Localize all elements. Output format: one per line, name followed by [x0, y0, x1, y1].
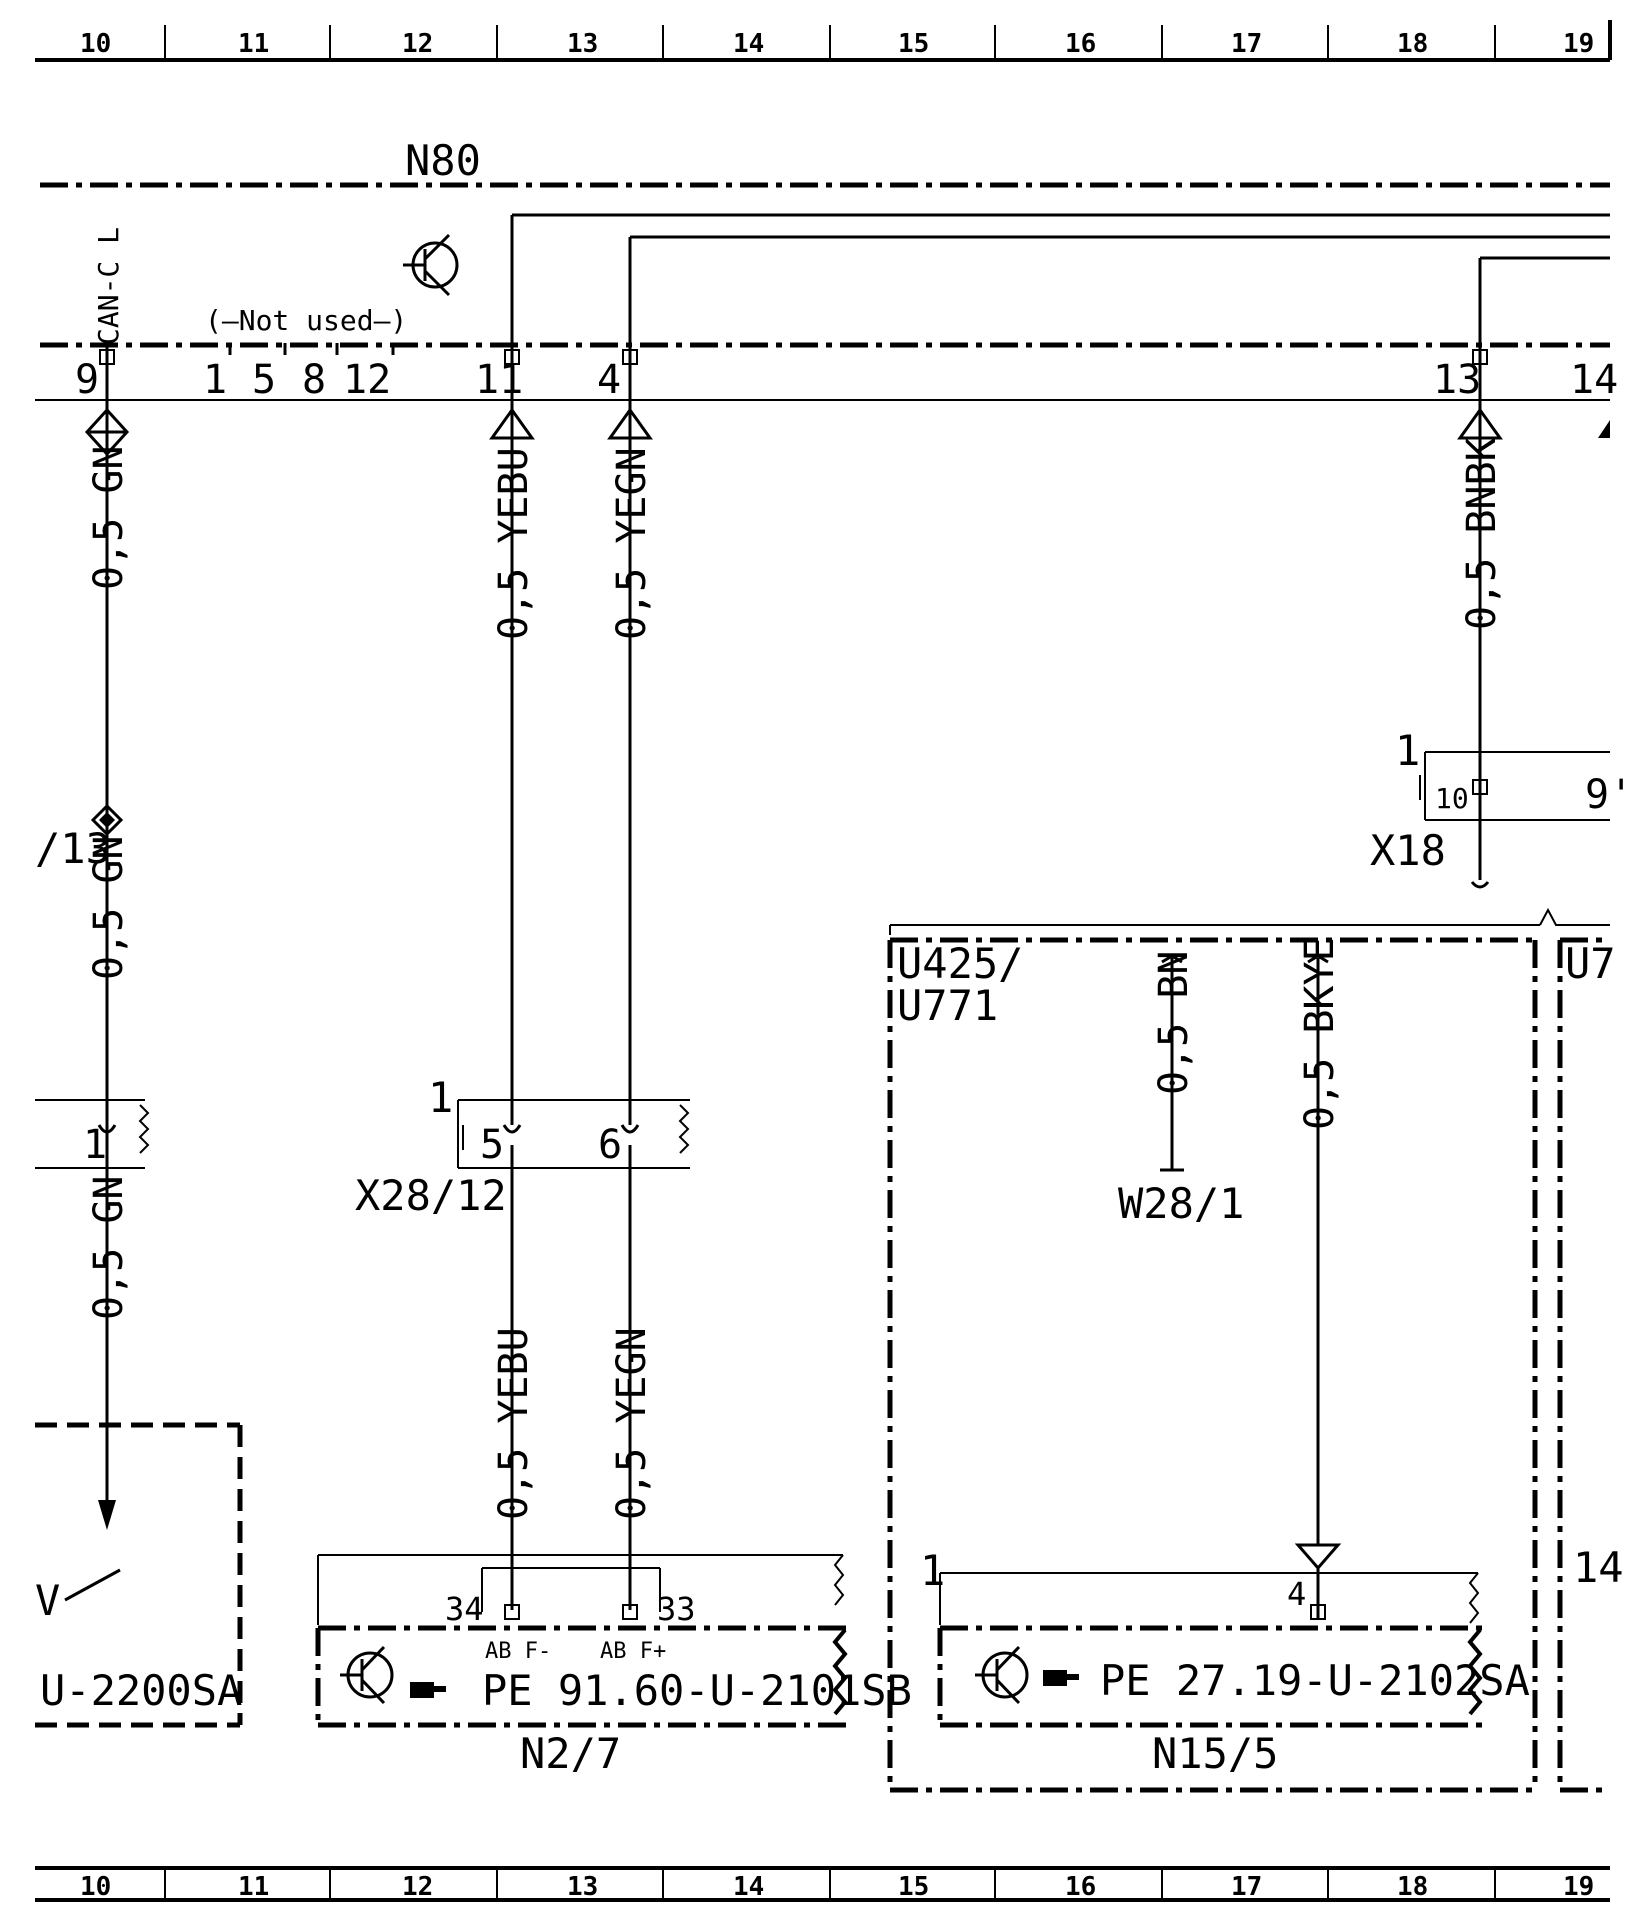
unused-pin-12: 12	[343, 357, 391, 403]
grid-col-14-bottom: 14	[733, 1872, 764, 1902]
unused-pin-8: 8	[302, 357, 326, 403]
wire-bnbk: 13 14	[1433, 256, 1618, 880]
u425-label: U425/	[897, 939, 1023, 988]
grid-col-18: 18	[1397, 29, 1428, 59]
x28-pin-5: 5	[480, 1122, 504, 1168]
w28-label: W28/1	[1118, 1179, 1244, 1228]
n15-5-pin-4: 4	[1287, 1575, 1306, 1613]
grid-col-18-bottom: 18	[1397, 1872, 1428, 1902]
grid-col-17-bottom: 17	[1231, 1872, 1262, 1902]
grid-col-12-bottom: 12	[402, 1872, 433, 1902]
grid-col-12: 12	[402, 29, 433, 59]
wire-can-gn: 9	[75, 345, 130, 1530]
grid-col-19-bottom: 19	[1563, 1872, 1594, 1902]
grid-col-17: 17	[1231, 29, 1262, 59]
grid-col-15-bottom: 15	[898, 1872, 929, 1902]
wire-label-bkye: 0,5 BKYE	[1297, 937, 1343, 1130]
pin-11: 11	[475, 357, 523, 403]
n15-5-pointer-icon	[1043, 1670, 1079, 1686]
n2-7-pointer-icon	[410, 1682, 446, 1698]
grid-strip-top: 10 11 12 13 14 15 16 17 18 19	[35, 20, 1612, 62]
x28-pin-one: 1	[428, 1073, 453, 1122]
component-n15-5: 1 4 PE 27.19-U-2102SA N15/5	[920, 1546, 1530, 1778]
component-n2-7: 34 33 AB F- AB F+ PE 91.60-U-2101SB N2/7	[315, 1554, 912, 1778]
module-u425-u771: U425/ U771 U7 14	[887, 907, 1624, 1793]
component-left-partial: V U-2200SA	[35, 1422, 243, 1728]
n15-5-name: N15/5	[1152, 1729, 1278, 1778]
grid-strip-bottom: 10 11 12 13 14 15 16 17 18 19	[35, 1866, 1610, 1902]
unused-pin-5: 5	[252, 357, 276, 403]
n2-7-signal-f-plus: AB F+	[600, 1639, 666, 1664]
grid-col-19: 19	[1563, 29, 1594, 59]
pin-4: 4	[597, 357, 621, 403]
x18-pin-one: 1	[1395, 726, 1420, 775]
wire-yebu: 11	[475, 213, 1610, 1610]
connector-x18: 1 10 9' X18	[1370, 726, 1633, 889]
module-n80: N80	[35, 136, 1610, 401]
x18-label: X18	[1370, 826, 1446, 875]
n2-7-signal-f-minus: AB F-	[485, 1639, 551, 1664]
connector-x28-12: 1 5 6 X28/12	[355, 1073, 690, 1220]
grid-col-13: 13	[567, 29, 598, 59]
left-ref-label: U-2200SA	[40, 1666, 242, 1715]
u7-partial-label: U7	[1565, 939, 1616, 988]
pin-14: 14	[1570, 357, 1618, 403]
grid-col-10-bottom: 10	[80, 1872, 111, 1902]
grid-col-11-bottom: 11	[238, 1872, 269, 1902]
n15-5-pin-one: 1	[920, 1546, 945, 1595]
wire-bkye	[1294, 954, 1342, 1620]
x18-pin-9: 9'	[1585, 772, 1633, 818]
n2-7-name: N2/7	[520, 1729, 621, 1778]
right-14-label: 14	[1573, 1543, 1624, 1592]
grid-col-14: 14	[733, 29, 764, 59]
x28-label: X28/12	[355, 1171, 507, 1220]
wire-label-gn-upper: 0,5 GN	[86, 446, 132, 591]
grid-col-10: 10	[80, 29, 111, 59]
pin-13: 13	[1433, 357, 1481, 403]
connector-left-partial: 1	[35, 1099, 150, 1169]
wire-bn: W28/1	[1118, 954, 1244, 1228]
grid-col-13-bottom: 13	[567, 1872, 598, 1902]
n15-5-ref: PE 27.19-U-2102SA	[1100, 1656, 1530, 1705]
unused-pin-1: 1	[203, 357, 227, 403]
can-c-l-label: CAN-C L	[92, 227, 125, 345]
n2-7-ref: PE 91.60-U-2101SB	[482, 1666, 912, 1715]
n2-7-control-icon	[340, 1645, 394, 1705]
n2-7-pin-34: 34	[445, 1590, 484, 1628]
wire-label-yebu-upper: 0,5 YEBU	[491, 447, 537, 640]
x18-pin-10: 10	[1435, 782, 1469, 815]
left-v-label: V	[35, 1576, 60, 1625]
wire-label-gn-mid: 0,5 GN	[86, 836, 132, 981]
grid-col-16-bottom: 16	[1065, 1872, 1096, 1902]
wire-yegn: 4	[597, 235, 1610, 1610]
wire-label-yegn-upper: 0,5 YEGN	[609, 447, 655, 640]
wire-label-bnbk: 0,5 BNBK	[1459, 437, 1505, 630]
wire-label-yebu-lower: 0,5 YEBU	[491, 1327, 537, 1520]
u771-label: U771	[897, 981, 998, 1030]
grid-col-15: 15	[898, 29, 929, 59]
module-n80-label: N80	[405, 136, 481, 185]
x28-pin-6: 6	[598, 1122, 622, 1168]
wire-label-yegn-lower: 0,5 YEGN	[609, 1327, 655, 1520]
ref-13-label: /13	[35, 824, 111, 873]
wire-label-gn-lower: 0,5 GN	[86, 1176, 132, 1321]
pin-9: 9	[75, 357, 99, 403]
pin-1-left: 1	[83, 1122, 107, 1168]
not-used-label: (—Not used—)	[205, 304, 407, 337]
grid-col-16: 16	[1065, 29, 1096, 59]
n2-7-pin-33: 33	[657, 1590, 696, 1628]
wire-label-bn: 0,5 BN	[1151, 951, 1197, 1096]
grid-col-11: 11	[238, 29, 269, 59]
not-used-bracket: (—Not used—) 1 5 8 12	[203, 304, 407, 403]
control-unit-icon	[403, 233, 459, 297]
n15-5-control-icon	[975, 1645, 1029, 1705]
